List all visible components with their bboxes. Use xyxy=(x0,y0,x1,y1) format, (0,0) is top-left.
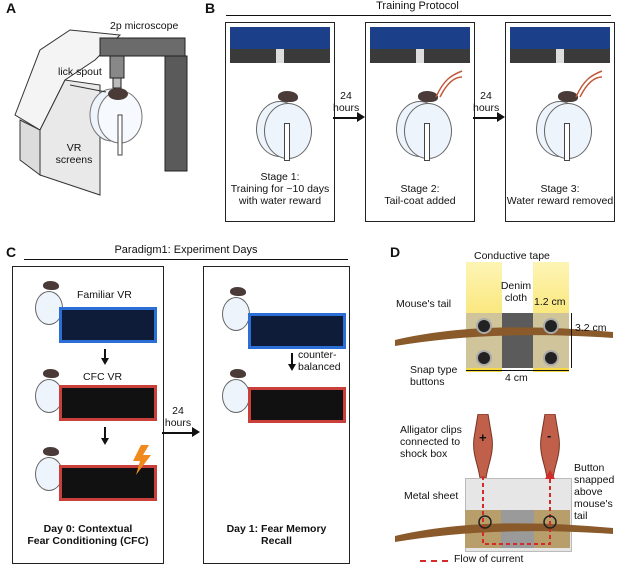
stage2-caption: Stage 2: Tail-coat added xyxy=(384,183,456,208)
lick-spout-label: lick spout xyxy=(58,66,102,78)
panel-a-label: A xyxy=(6,0,17,16)
day1-box: counter- balanced Day 1: Fear Memory Rec… xyxy=(203,266,350,564)
arrowhead xyxy=(101,438,109,445)
stage3-caption: Stage 3: Water reward removed xyxy=(506,183,614,208)
mouse-tail-upper xyxy=(395,327,613,346)
snap-button xyxy=(543,318,559,334)
snap-label: Snap type buttons xyxy=(410,364,458,389)
rig-illustration xyxy=(14,29,188,196)
mouse-tail-lower xyxy=(395,523,613,542)
arrow-24h-days xyxy=(162,432,194,434)
mouse-icon xyxy=(43,281,59,290)
snap-button xyxy=(543,350,559,366)
mouse-icon xyxy=(43,369,59,378)
stage1-box: Stage 1: Training for ~10 days with wate… xyxy=(225,22,335,222)
vr-scene xyxy=(230,27,330,63)
cfc-vr-screen xyxy=(59,385,157,421)
stage1-caption: Stage 1: Training for ~10 days with wate… xyxy=(230,171,330,208)
arrow-24h-1 xyxy=(333,117,359,119)
familiar-vr-screen xyxy=(248,313,346,349)
plus-sign: + xyxy=(479,430,487,445)
panel-c-title-rule xyxy=(24,259,348,260)
interval2-label: 24 hours xyxy=(473,90,500,115)
alligator-label: Alligator clips connected to shock box xyxy=(400,424,462,461)
button-snapped-label: Button snapped above mouse's tail xyxy=(574,462,615,523)
arrowhead xyxy=(101,358,109,365)
stage2-box: Stage 2: Tail-coat added xyxy=(365,22,475,222)
panel-d-label: D xyxy=(390,244,401,260)
day-interval-label: 24 hours xyxy=(164,405,192,430)
panel-b-title: Training Protocol xyxy=(376,0,459,12)
counter-balanced-label: counter- balanced xyxy=(298,349,341,374)
panel-c-label: C xyxy=(6,244,17,260)
mouse-icon xyxy=(43,447,59,456)
arrow-down xyxy=(104,349,106,359)
arrowhead xyxy=(288,364,296,371)
arrowhead xyxy=(192,427,200,437)
alligator-clip-minus xyxy=(540,414,560,478)
cfc-vr-label: CFC VR xyxy=(83,371,123,383)
wheel-pole xyxy=(424,123,430,161)
vr-scene xyxy=(510,27,610,63)
panel-b-title-rule xyxy=(226,15,611,16)
minus-sign: - xyxy=(547,428,552,443)
mouse-icon xyxy=(558,91,578,102)
dim-4-label: 4 cm xyxy=(505,372,528,384)
familiar-vr-screen xyxy=(59,307,157,343)
arrowhead xyxy=(497,112,505,122)
panel-b-label: B xyxy=(205,0,216,16)
snap-button xyxy=(476,318,492,334)
arrow-down xyxy=(104,427,106,439)
arrowhead xyxy=(357,112,365,122)
mouse-tail-label: Mouse's tail xyxy=(396,298,452,310)
current-path xyxy=(478,470,557,545)
mouse-icon xyxy=(418,91,438,102)
snap-button xyxy=(476,350,492,366)
dim-32-line xyxy=(571,313,572,368)
wheel-pole xyxy=(284,123,290,161)
tail-coat-wires xyxy=(575,70,603,98)
alligator-clip-plus xyxy=(473,414,493,478)
wheel-pole xyxy=(564,123,570,161)
flow-legend-label: Flow of current xyxy=(454,553,524,565)
dim-12-label: 1.2 cm xyxy=(534,296,566,308)
day1-caption: Day 1: Fear Memory Recall xyxy=(226,523,327,548)
cfc-shock-screen xyxy=(59,465,157,501)
vr-screens-label: VR screens xyxy=(55,142,93,167)
mouse-icon xyxy=(230,369,246,378)
wheel xyxy=(222,379,250,413)
dim-32-label: 3.2 cm xyxy=(575,322,607,334)
panel-c-title: Paradigm1: Experiment Days xyxy=(114,244,258,256)
mouse-icon xyxy=(230,287,246,296)
wheel xyxy=(222,297,250,331)
familiar-vr-label: Familiar VR xyxy=(77,289,132,301)
dim-4-line xyxy=(466,370,569,371)
tail-coat-wires xyxy=(435,70,463,98)
conductive-tape-label: Conductive tape xyxy=(474,250,550,262)
cfc-vr-screen xyxy=(248,387,346,423)
stage3-box: Stage 3: Water reward removed xyxy=(505,22,615,222)
metal-sheet-label: Metal sheet xyxy=(404,490,459,502)
day0-caption: Day 0: Contextual Fear Conditioning (CFC… xyxy=(27,523,149,548)
flow-legend-line xyxy=(420,560,448,562)
interval1-label: 24 hours xyxy=(333,90,360,115)
lightning-icon xyxy=(133,445,151,475)
arrow-down xyxy=(291,353,293,365)
mouse-icon xyxy=(278,91,298,102)
microscope-label: 2p microscope xyxy=(110,20,179,32)
vr-scene xyxy=(370,27,470,63)
arrow-24h-2 xyxy=(473,117,499,119)
day0-box: Familiar VR CFC VR Day 0: Contextual Fea… xyxy=(12,266,164,564)
denim-label: Denim cloth xyxy=(500,280,532,305)
